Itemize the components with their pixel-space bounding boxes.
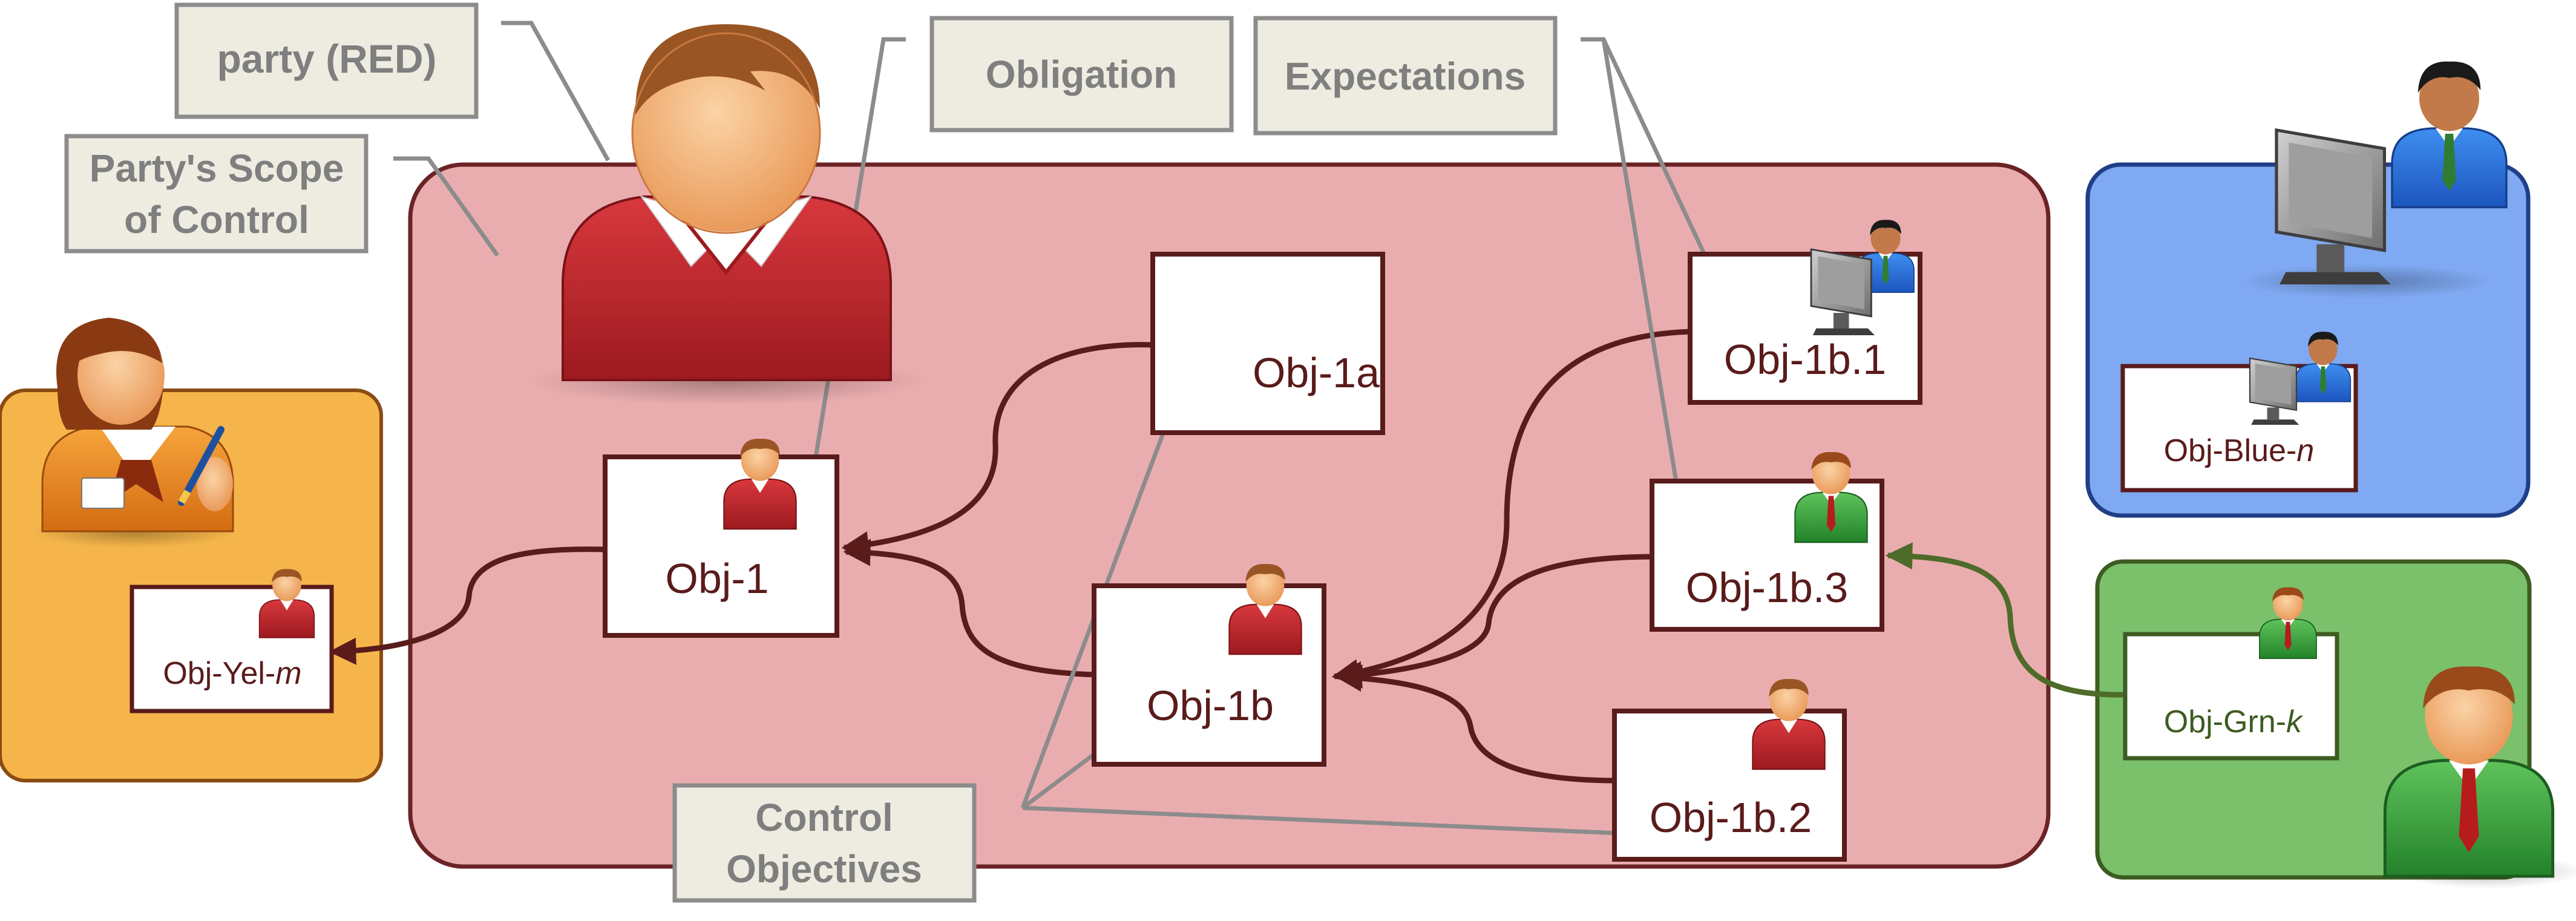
arrow-obj1-to-yel (329, 546, 606, 665)
obj-1b1-label: Obj-1b.1 (1724, 336, 1886, 383)
obj-1-label: Obj-1 (665, 555, 769, 602)
leader-scope (393, 156, 499, 257)
callout-obligation: Obligation (929, 16, 1234, 133)
obj-yel-label: Obj-Yel-m (163, 656, 301, 691)
party-yellow-figure (30, 318, 236, 548)
svg-text:Control: Control (755, 796, 893, 839)
leader-control-3 (1022, 805, 1634, 836)
obj-1b3-box[interactable]: Obj-1b.3 (1650, 451, 1884, 632)
arrow-obj1b2-to-obj1b (1334, 664, 1617, 784)
obj-grn-box[interactable]: Obj-Grn-k (2123, 586, 2339, 761)
callout-control-objectives: Control Objectives (672, 783, 977, 903)
arrow-obj1b-to-obj1 (843, 539, 1097, 678)
party-blue-figure (2239, 60, 2508, 298)
obj-1b2-box[interactable]: Obj-1b.2 (1612, 678, 1847, 862)
svg-text:Objectives: Objectives (726, 847, 922, 891)
obj-1-box[interactable]: Obj-1 (603, 438, 839, 638)
callout-scope-of-control: Party's Scope of Control (64, 134, 369, 254)
leader-expectations-2 (1601, 39, 1683, 512)
arrow-obj1b1-to-obj1b (1331, 329, 1692, 686)
leader-party (501, 21, 611, 162)
obj-blue-box[interactable]: Obj-Blue-n (2120, 331, 2358, 493)
svg-text:party (RED): party (RED) (217, 36, 436, 81)
obj-1b3-label: Obj-1b.3 (1686, 564, 1848, 611)
obj-1b-box[interactable]: Obj-1b (1092, 563, 1326, 767)
obj-grn-label: Obj-Grn-k (2164, 704, 2304, 739)
obj-1a-box[interactable]: Obj-1a (1150, 252, 1385, 435)
obj-yel-box[interactable]: Obj-Yel-m (129, 568, 334, 713)
arrow-grn-to-obj1b3 (1885, 542, 2126, 698)
callout-expectations: Expectations (1253, 16, 1558, 136)
svg-text:of Control: of Control (124, 198, 309, 241)
party-red-figure (526, 24, 926, 405)
svg-text:Party's Scope: Party's Scope (90, 146, 344, 190)
party-green-figure (2385, 666, 2576, 888)
obj-1b1-box[interactable]: Obj-1b.1 (1688, 219, 1922, 405)
arrow-obj1b3-to-obj1b (1334, 554, 1656, 689)
obj-1b-label: Obj-1b (1147, 682, 1274, 729)
obj-blue-label: Obj-Blue-n (2164, 433, 2315, 468)
obj-1b2-label: Obj-1b.2 (1650, 794, 1812, 841)
callout-party: party (RED) (174, 2, 479, 119)
obj-1a-label: Obj-1a (1253, 349, 1380, 396)
svg-text:Obligation: Obligation (986, 53, 1177, 96)
svg-text:Expectations: Expectations (1285, 54, 1526, 98)
arrow-obj1a-to-obj1 (841, 342, 1153, 559)
